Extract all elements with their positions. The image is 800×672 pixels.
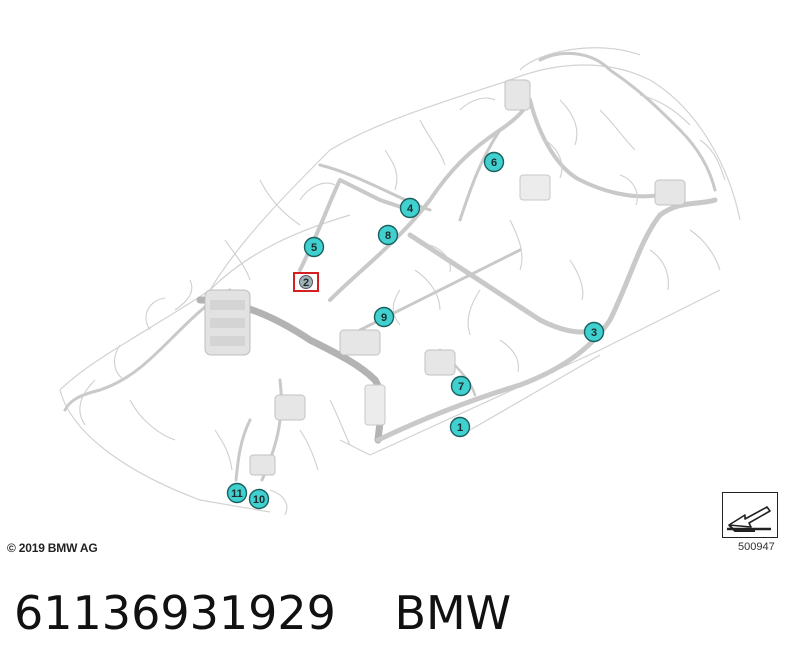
callout-circle — [377, 224, 399, 246]
wiring-harness-diagram: 1 2 3 4 5 6 7 8 9 10 11 — [59, 47, 741, 516]
callout-4[interactable]: 4 — [399, 197, 421, 219]
callouts-layer: 1 2 3 4 5 6 7 8 9 10 11 — [226, 151, 605, 510]
brand-name: BMW — [394, 586, 512, 640]
callout-circle — [303, 236, 325, 258]
callout-6[interactable]: 6 — [483, 151, 505, 173]
callout-label: 10 — [253, 494, 265, 506]
callout-circle — [399, 197, 421, 219]
callout-10[interactable]: 10 — [248, 488, 270, 510]
view-direction-icon — [722, 492, 778, 538]
vehicle-outline — [59, 47, 741, 513]
callout-label: 9 — [381, 312, 387, 324]
main-harness — [63, 51, 718, 482]
callout-label: 6 — [491, 157, 497, 169]
callout-label: 11 — [231, 488, 243, 500]
callout-label: 3 — [591, 327, 597, 339]
callout-label: 5 — [311, 242, 317, 254]
callout-3[interactable]: 3 — [583, 321, 605, 343]
view-arrow-icon — [727, 506, 771, 532]
callout-label: 8 — [385, 230, 391, 242]
copyright-notice: © 2019 BMW AG — [7, 541, 98, 555]
callout-2[interactable]: 2 — [293, 272, 319, 292]
callout-circle — [450, 375, 472, 397]
callout-circle — [299, 275, 313, 289]
callout-circle — [248, 488, 270, 510]
callout-5[interactable]: 5 — [303, 236, 325, 258]
part-caption: 61136931929 BMW — [14, 586, 511, 640]
callout-8[interactable]: 8 — [377, 224, 399, 246]
engine-components — [204, 79, 686, 476]
callout-label: 1 — [457, 422, 463, 434]
callout-circle — [449, 416, 471, 438]
callout-label: 7 — [458, 381, 464, 393]
callout-label: 4 — [407, 203, 414, 215]
callout-circle — [373, 306, 395, 328]
callout-label: 2 — [303, 277, 309, 289]
part-number: 61136931929 — [14, 586, 336, 640]
branch-wires — [79, 94, 726, 516]
callout-circle — [483, 151, 505, 173]
callout-11[interactable]: 11 — [226, 482, 248, 504]
callout-circle — [583, 321, 605, 343]
callout-1[interactable]: 1 — [449, 416, 471, 438]
callout-9[interactable]: 9 — [373, 306, 395, 328]
callout-7[interactable]: 7 — [450, 375, 472, 397]
callout-circle — [226, 482, 248, 504]
reference-number: 500947 — [738, 541, 775, 553]
